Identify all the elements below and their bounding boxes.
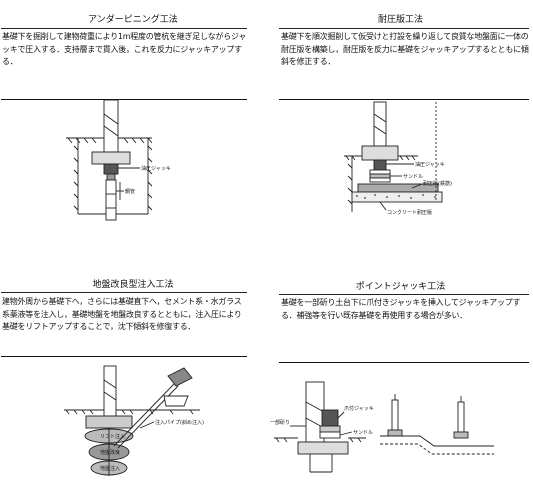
- label-pipe: 注入パイプ(斜め注入): [155, 419, 204, 426]
- divider: [1, 356, 247, 357]
- label-sandle: サンドル: [403, 174, 423, 180]
- method-description: 基礎下を掘削して建物荷重により1m程度の管杭を継ぎ足しながらジャッキで圧入する．…: [2, 32, 247, 66]
- grout-injection-diagram: リフト注入 地盤改良 地盤注入 注入パイプ(斜め注入): [64, 365, 204, 476]
- method-description: 基礎下を順次掘削して仮受けと打設を繰り返して良質な地盤面に一体の耐圧版を構築し，…: [281, 32, 529, 66]
- method-description: 基礎を一部斫り土台下に爪付きジャッキを挿入してジャッキアップする．補強等を行い既…: [281, 298, 521, 320]
- divider: [1, 28, 247, 29]
- point-jack-diagram: 一部斫り 爪付ジャッキ サンドル: [270, 381, 494, 473]
- divider: [1, 99, 247, 100]
- divider: [279, 99, 529, 100]
- label-jack: 油圧ジャッキ: [415, 161, 445, 168]
- method-title: ポイントジャッキ工法: [355, 282, 446, 292]
- pressure-slab-diagram: 油圧ジャッキ サンドル 耐圧版(鉄筋) コンクリート耐圧版: [344, 101, 452, 216]
- method-description: 建物外周から基礎下へ，さらには基礎直下へ，セメント系・水ガラス系薬液等を注入し，…: [2, 297, 242, 331]
- label-slab-b: コンクリート耐圧版: [387, 209, 432, 216]
- divider: [279, 362, 529, 363]
- label-jack: 爪付ジャッキ: [344, 405, 374, 412]
- divider: [1, 292, 247, 293]
- label-zone2: 地盤改良: [100, 449, 120, 456]
- label-cut: 一部斫り: [270, 419, 290, 426]
- label-sandle: サンドル: [353, 430, 373, 436]
- method-title: 地盤改良型注入工法: [92, 280, 174, 290]
- method-title: アンダーピニング工法: [88, 15, 178, 25]
- label-jack: 油圧ジャッキ: [141, 165, 171, 172]
- label-zone3: 地盤注入: [100, 465, 120, 472]
- divider: [279, 28, 529, 29]
- underpinning-diagram: 油圧ジャッキ 鋼管: [66, 99, 171, 221]
- divider: [279, 294, 529, 295]
- method-title: 耐圧版工法: [377, 15, 423, 25]
- label-pipe: 鋼管: [125, 188, 135, 195]
- label-zone1: リフト注入: [100, 433, 125, 440]
- label-slab-a: 耐圧版(鉄筋): [423, 180, 452, 187]
